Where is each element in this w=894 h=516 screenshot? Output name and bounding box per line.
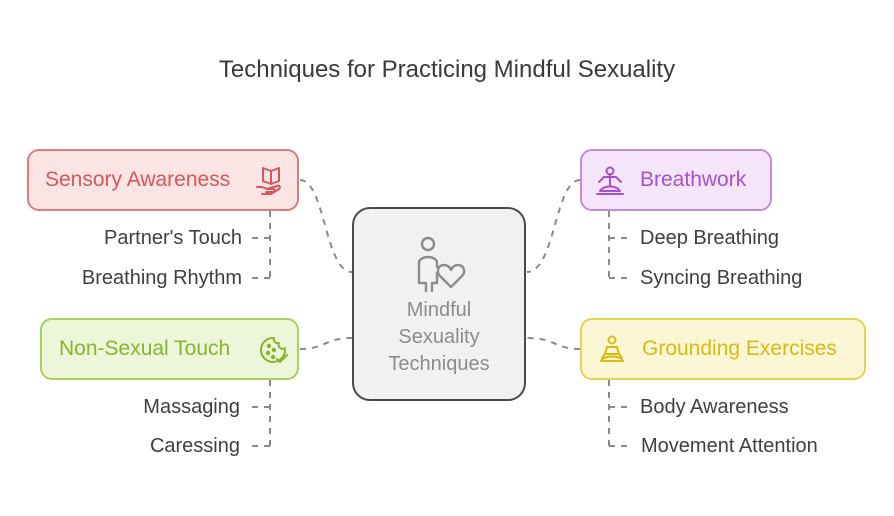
- diagram-title: Techniques for Practicing Mindful Sexual…: [218, 56, 676, 83]
- branch-grounding-exercises: Grounding Exercises: [580, 318, 866, 380]
- connector-nonsexual-leaves: [250, 380, 271, 447]
- leaf-item: Movement Attention: [641, 435, 818, 457]
- connector-grounding-leaves: [608, 380, 629, 447]
- connector-sensory: [299, 179, 353, 273]
- connector-breathwork: [526, 179, 581, 273]
- branch-label: Sensory Awareness: [45, 168, 231, 191]
- branch-sensory-awareness: Sensory Awareness: [27, 149, 299, 211]
- connector-grounding: [526, 337, 581, 350]
- branch-label: Grounding Exercises: [642, 337, 837, 360]
- connector-breathwork-leaves: [608, 211, 629, 279]
- branch-non-sexual-touch: Non-Sexual Touch: [40, 318, 299, 380]
- connector-nonsexual: [299, 337, 353, 350]
- book-hand-icon: [256, 167, 281, 195]
- leaf-item: Body Awareness: [640, 396, 789, 418]
- leaf-item: Breathing Rhythm: [81, 267, 242, 289]
- connector-sensory-leaves: [250, 211, 271, 279]
- leaf-item: Caressing: [149, 435, 240, 457]
- branch-label: Non-Sexual Touch: [59, 337, 231, 360]
- leaf-item: Deep Breathing: [640, 227, 779, 249]
- branch-breathwork: Breathwork: [580, 149, 772, 211]
- person-heart-icon: [417, 236, 466, 293]
- leaf-item: Partner's Touch: [104, 227, 242, 249]
- meditation-icon: [596, 166, 624, 195]
- branch-label: Breathwork: [640, 168, 747, 191]
- leaf-item: Syncing Breathing: [640, 267, 803, 289]
- leaf-item: Massaging: [143, 396, 240, 418]
- cookie-check-icon: [260, 336, 288, 363]
- meditation-icon: [600, 335, 624, 362]
